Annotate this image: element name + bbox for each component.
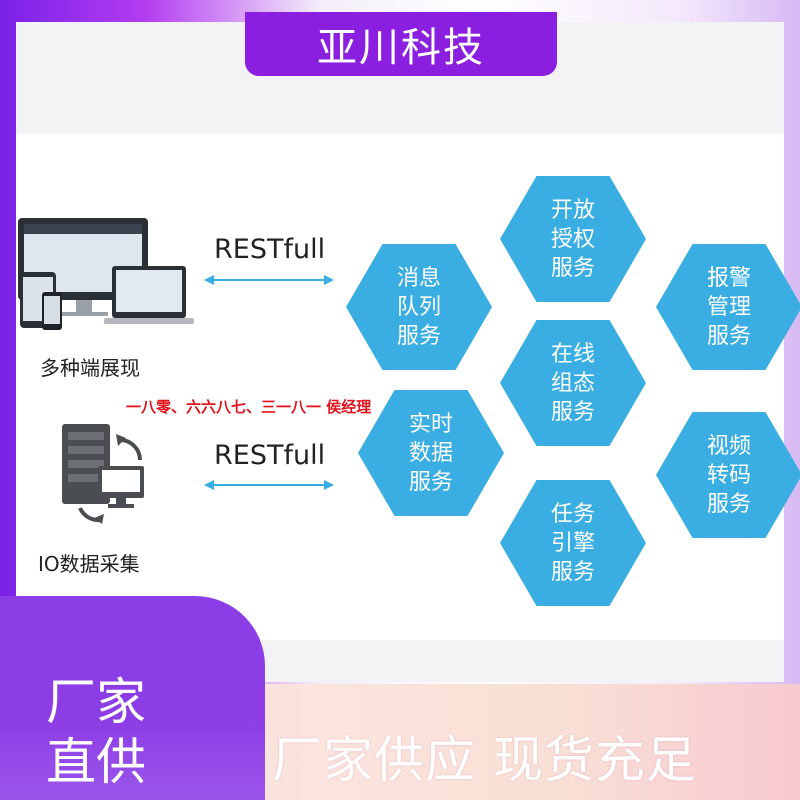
double-arrow-top: [204, 275, 334, 285]
client-caption: 多种端展现: [40, 356, 140, 380]
badge-line-1: 厂家: [46, 673, 146, 731]
contact-overlay-text: 一八零、六六八七、三一八一 侯经理: [126, 398, 372, 416]
server-icon: [62, 424, 144, 524]
footer-slogan: 厂家供应 现货充足: [272, 731, 697, 789]
hex-label: 报警管理服务: [706, 265, 751, 349]
double-arrow-bottom: [204, 480, 334, 490]
hex-label: 任务引擎服务: [550, 501, 595, 585]
hex-realtime-data: 实时数据服务: [358, 390, 504, 516]
restfull-label-top: RESTfull: [214, 234, 326, 265]
hex-label: 在线组态服务: [550, 341, 595, 425]
hex-message-queue: 消息队列服务: [346, 244, 492, 370]
hex-label: 实时数据服务: [408, 411, 453, 495]
hex-label: 消息队列服务: [396, 265, 441, 349]
company-title: 亚川科技: [317, 25, 485, 71]
badge-block: [0, 596, 265, 800]
title-banner: 亚川科技: [245, 12, 557, 76]
restfull-label-bottom: RESTfull: [214, 440, 326, 471]
badge-text: 厂家 直供: [46, 672, 146, 792]
hex-label: 视频转码服务: [706, 433, 751, 517]
badge-line-2: 直供: [46, 733, 146, 791]
multi-device-icon: [18, 218, 194, 330]
io-caption: IO数据采集: [38, 552, 140, 576]
hex-label: 开放授权服务: [550, 197, 595, 281]
